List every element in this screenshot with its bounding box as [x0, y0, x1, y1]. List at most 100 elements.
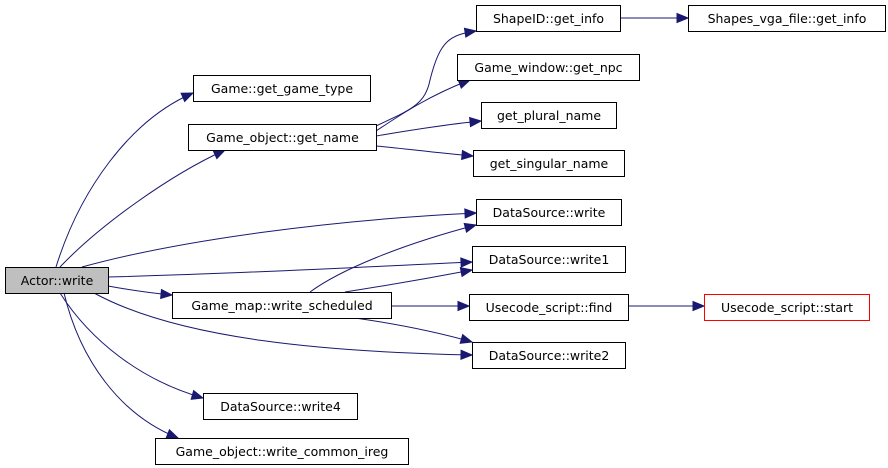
- edge-actor-write-to-ds-write: [81, 208, 478, 268]
- node-label: DataSource::write2: [489, 348, 610, 363]
- node-box: [203, 393, 358, 420]
- edge-line: [59, 149, 226, 268]
- node-box: [476, 199, 622, 226]
- node-box: [155, 438, 409, 465]
- edge-line: [59, 292, 204, 399]
- node-label: Game_map::write_scheduled: [191, 298, 372, 313]
- node-box: [472, 342, 626, 369]
- edge-actor-write-to-ds-write2: [93, 292, 474, 361]
- edge-arrowhead: [190, 389, 205, 400]
- node-ds-write1[interactable]: DataSource::write1: [472, 246, 626, 273]
- node-box: [5, 267, 109, 294]
- node-ds-write[interactable]: DataSource::write: [476, 199, 622, 226]
- node-label: get_singular_name: [490, 156, 609, 171]
- node-usecode-start[interactable]: Usecode_script::start: [704, 294, 870, 321]
- node-label: Shapes_vga_file::get_info: [708, 11, 867, 26]
- edge-write-scheduled-to-usecode-find: [391, 300, 471, 312]
- edge-actor-write-to-get-name: [59, 149, 227, 268]
- edge-arrowhead: [160, 288, 174, 300]
- edge-line: [93, 292, 473, 356]
- edge-actor-write-to-ds-write1: [107, 257, 474, 278]
- node-label: Game::get_game_type: [211, 81, 353, 96]
- node-box: [172, 292, 392, 319]
- node-box: [469, 294, 629, 321]
- edge-arrowhead: [459, 333, 474, 344]
- node-box: [472, 246, 626, 273]
- edge-line: [375, 79, 471, 132]
- edge-line: [107, 261, 473, 278]
- node-ds-write4[interactable]: DataSource::write4: [203, 393, 358, 420]
- node-get-plural-name[interactable]: get_plural_name: [481, 102, 617, 129]
- edge-line: [375, 30, 477, 127]
- edge-arrowhead: [676, 12, 690, 24]
- node-ds-write2[interactable]: DataSource::write2: [472, 342, 626, 369]
- node-label: Usecode_script::start: [721, 300, 853, 315]
- node-box: [481, 102, 617, 129]
- edge-arrowhead: [459, 266, 474, 278]
- edge-usecode-find-to-usecode-start: [628, 300, 706, 312]
- edge-arrowhead: [460, 349, 474, 361]
- edge-arrowhead: [464, 208, 478, 219]
- edge-arrowhead: [212, 149, 227, 160]
- node-label: DataSource::write1: [489, 252, 610, 267]
- node-box: [688, 5, 886, 32]
- node-box: [188, 124, 377, 151]
- node-box: [193, 75, 371, 102]
- node-get-game-type[interactable]: Game::get_game_type: [193, 75, 371, 102]
- edge-line: [63, 292, 179, 439]
- node-get-name[interactable]: Game_object::get_name: [188, 124, 377, 151]
- edge-arrowhead: [457, 300, 471, 312]
- node-usecode-find[interactable]: Usecode_script::find: [469, 294, 629, 321]
- edge-arrowhead: [469, 116, 483, 128]
- node-get-singular-name[interactable]: get_singular_name: [473, 150, 625, 177]
- edge-shapeid-get-info-to-shapes-vga-get-info: [620, 12, 690, 24]
- edge-get-name-to-shapeid-get-info: [375, 27, 478, 127]
- node-box: [704, 294, 870, 321]
- edge-arrowhead: [463, 27, 478, 38]
- node-label: DataSource::write: [493, 205, 606, 220]
- edge-arrowhead: [180, 92, 195, 103]
- edge-write-scheduled-to-ds-write1: [344, 266, 474, 293]
- edge-get-name-to-get-plural-name: [375, 116, 483, 137]
- node-label: Game_object::get_name: [206, 130, 359, 145]
- node-label: Actor::write: [21, 273, 94, 288]
- edge-arrowhead: [460, 257, 474, 268]
- node-label: Game_object::write_common_ireg: [176, 444, 389, 459]
- edge-actor-write-to-write-common-ireg: [63, 292, 180, 439]
- node-label: get_plural_name: [497, 108, 601, 123]
- node-write-common-ireg[interactable]: Game_object::write_common_ireg: [155, 438, 409, 465]
- edge-arrowhead: [692, 300, 706, 312]
- edge-line: [309, 224, 477, 293]
- edge-line: [81, 212, 477, 268]
- node-label: ShapeID::get_info: [493, 11, 604, 26]
- edge-line: [55, 92, 194, 268]
- edge-get-name-to-get-npc: [375, 79, 472, 132]
- edge-actor-write-to-write-scheduled: [107, 285, 174, 300]
- node-label: Game_window::get_npc: [474, 60, 622, 75]
- edge-line: [354, 317, 473, 343]
- edges-layer: [55, 12, 706, 439]
- edge-arrowhead: [461, 149, 475, 161]
- edge-line: [344, 269, 473, 293]
- edge-write-scheduled-to-ds-write: [309, 222, 478, 293]
- edge-write-scheduled-to-ds-write2: [354, 317, 474, 344]
- node-box: [457, 54, 640, 81]
- edge-arrowhead: [165, 428, 180, 439]
- node-shapeid-get-info[interactable]: ShapeID::get_info: [476, 5, 621, 32]
- node-get-npc[interactable]: Game_window::get_npc: [457, 54, 640, 81]
- nodes-layer: Actor::write Game::get_game_typeGame_obje…: [5, 5, 886, 465]
- edge-line: [375, 145, 474, 157]
- edge-line: [375, 120, 482, 137]
- node-actor-write[interactable]: Actor::write: [5, 267, 109, 294]
- node-write-scheduled[interactable]: Game_map::write_scheduled: [172, 292, 392, 319]
- edge-actor-write-to-ds-write4: [59, 292, 205, 400]
- node-box: [473, 150, 625, 177]
- node-shapes-vga-get-info[interactable]: Shapes_vga_file::get_info: [688, 5, 886, 32]
- node-label: DataSource::write4: [220, 399, 341, 414]
- edge-arrowhead: [463, 222, 478, 233]
- node-label: Usecode_script::find: [486, 300, 613, 315]
- edge-actor-write-to-get-game-type: [55, 92, 195, 268]
- node-box: [476, 5, 621, 32]
- edge-get-name-to-get-singular-name: [375, 145, 475, 161]
